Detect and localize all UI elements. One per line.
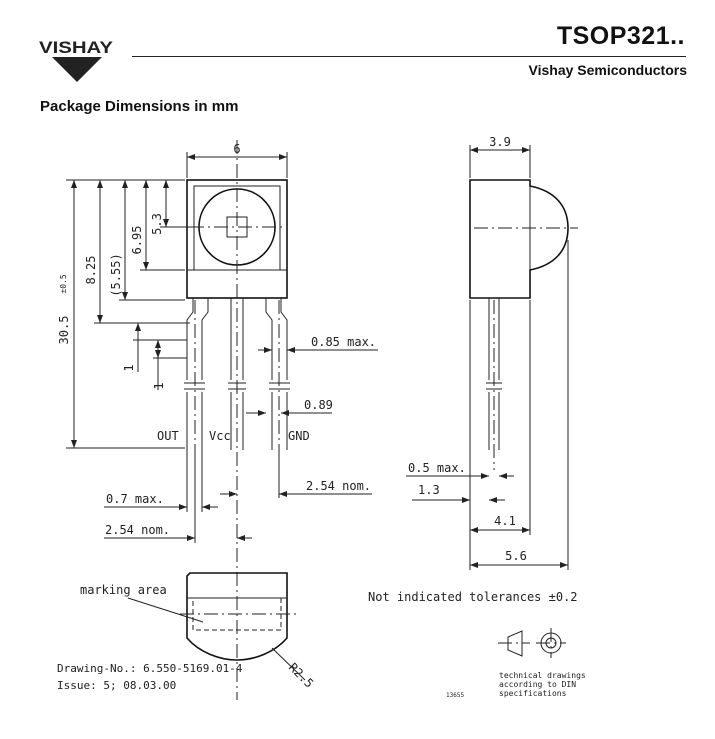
tolerance-note: Not indicated tolerances ±0.2 xyxy=(368,590,578,604)
dim-pitch: 2.54 nom. xyxy=(306,479,371,493)
page-title: TSOP321.. xyxy=(556,22,685,50)
side-view: 3.9 0.5 max. 1.3 4.1 5.6 xyxy=(406,135,578,570)
projection-symbol-icon xyxy=(498,628,566,658)
section-title: Package Dimensions in mm xyxy=(40,98,239,115)
dim-lead-max: 0.85 max. xyxy=(311,335,376,349)
logo-text: VISHAY xyxy=(39,38,114,57)
dim-small-1: 1 xyxy=(122,364,136,371)
dim-lens-offset: 5.3 xyxy=(150,213,164,235)
dim-offset: 1.3 xyxy=(418,483,440,497)
vishay-logo: VISHAY xyxy=(39,38,114,82)
logo-triangle xyxy=(52,57,102,82)
dim-width: 6 xyxy=(233,142,240,156)
front-view: 6 30.5 ±0.5 8.25 (5.55) 6.95 5.3 1 1 xyxy=(57,140,378,700)
dim-total-length: 30.5 xyxy=(57,316,71,345)
dim-side-4-1: 4.1 xyxy=(494,514,516,528)
pin-out-label: OUT xyxy=(157,429,179,443)
drawing-code: 13655 xyxy=(446,692,464,699)
dim-small-2: 1 xyxy=(152,382,166,389)
pin-vcc-label: Vcc xyxy=(209,429,231,443)
header-divider xyxy=(132,56,686,57)
tech-note-line2: according to DIN xyxy=(499,680,576,689)
tech-note-line3: specifications xyxy=(499,689,567,698)
dim-pitch-2: 2.54 nom. xyxy=(105,523,170,537)
pin-gnd-label: GND xyxy=(288,429,310,443)
dim-lead-thickness: 0.5 max. xyxy=(408,461,466,475)
tech-note-line1: technical drawings xyxy=(499,671,586,680)
dim-lead-width: 0.7 max. xyxy=(106,492,164,506)
dim-side-5-6: 5.6 xyxy=(505,549,527,563)
dim-body: 8.25 xyxy=(84,256,98,285)
dim-side-top: 3.9 xyxy=(489,135,511,149)
page-subtitle: Vishay Semiconductors xyxy=(528,62,687,78)
dim-lead: 0.89 xyxy=(304,398,333,412)
marking-area-label: marking area xyxy=(80,583,167,597)
dim-body-ref: (5.55) xyxy=(109,253,123,296)
drawing-number: Drawing-No.: 6.550-5169.01-4 xyxy=(57,662,243,675)
dim-lens-center: 6.95 xyxy=(130,226,144,255)
issue-date: Issue: 5; 08.03.00 xyxy=(57,679,176,692)
dim-total-tol: ±0.5 xyxy=(59,274,68,293)
side-body-outline xyxy=(469,179,569,299)
bottom-body-outline xyxy=(186,572,288,661)
radius-label: R2.5 xyxy=(286,660,316,690)
